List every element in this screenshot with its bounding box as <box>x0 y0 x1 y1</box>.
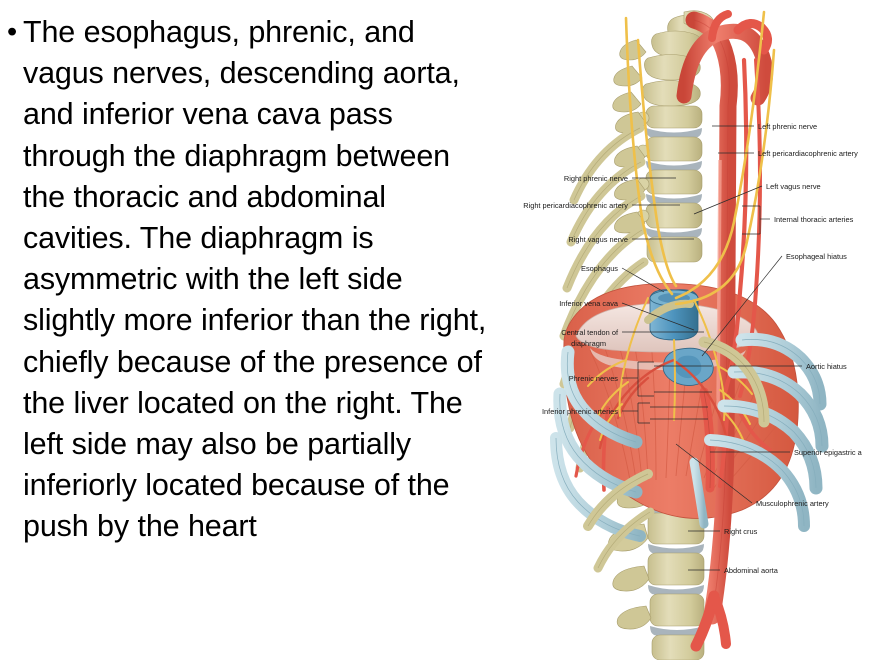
label-text: Inferior phrenic arteries <box>542 407 618 416</box>
diaphragm-anatomy-figure: Right phrenic nerve Right pericardiacoph… <box>498 0 880 660</box>
label-text: Right phrenic nerve <box>564 174 628 183</box>
label-text: Esophageal hiatus <box>786 252 847 261</box>
ribs-lower-anterior <box>583 336 770 573</box>
vagus-and-phrenic-nerve-trunks <box>624 10 776 306</box>
label-text: Internal thoracic arteries <box>774 215 854 224</box>
label-right-pericardiacophrenic-artery: Right pericardiacophrenic artery <box>523 201 680 210</box>
label-inferior-phrenic-arteries: Inferior phrenic arteries <box>542 402 708 424</box>
label-left-vagus-nerve: Left vagus nerve <box>693 182 821 215</box>
costal-cartilages <box>550 332 829 542</box>
label-right-crus: Right crus <box>688 527 758 536</box>
bullet-marker: • <box>7 16 18 48</box>
label-internal-thoracic-arteries: Internal thoracic arteries <box>742 205 854 235</box>
bullet-list-item: • The esophagus, phrenic, and vagus nerv… <box>0 12 492 548</box>
label-inferior-vena-cava: Inferior vena cava <box>559 299 695 331</box>
label-text: Right pericardiacophrenic artery <box>523 201 628 210</box>
bullet-text-block: • The esophagus, phrenic, and vagus nerv… <box>0 12 492 592</box>
label-abdominal-aorta: Abdominal aorta <box>688 566 779 575</box>
label-text-line2: diaphragm <box>571 339 606 348</box>
figure-labels: Right phrenic nerve Right pericardiacoph… <box>523 122 862 575</box>
label-phrenic-nerves: Phrenic nerves <box>569 361 712 397</box>
label-text: Musculophrenic artery <box>756 499 829 508</box>
label-left-pericardiacophrenic-artery: Left pericardiacophrenic artery <box>718 149 858 158</box>
label-text: Left vagus nerve <box>766 182 821 191</box>
label-aortic-hiatus: Aortic hiatus <box>730 362 847 371</box>
label-text: Left pericardiacophrenic artery <box>758 149 858 158</box>
label-esophagus: Esophagus <box>581 264 665 293</box>
label-central-tendon-of-diaphragm: Central tendon of diaphragm <box>561 328 704 348</box>
label-text: Esophagus <box>581 264 618 273</box>
label-right-vagus-nerve: Right vagus nerve <box>568 235 694 244</box>
label-text: Abdominal aorta <box>724 566 779 575</box>
illustration-artwork <box>550 10 829 660</box>
label-text: Left phrenic nerve <box>758 122 817 131</box>
label-text: Inferior vena cava <box>559 299 619 308</box>
bullet-body-text: The esophagus, phrenic, and vagus nerves… <box>23 15 487 544</box>
label-text: Right crus <box>724 527 758 536</box>
internal-thoracic-arteries <box>721 57 762 399</box>
label-right-phrenic-nerve: Right phrenic nerve <box>564 174 676 183</box>
label-superior-epigastric-artery: Superior epigastric a <box>710 448 863 457</box>
label-text: Aortic hiatus <box>806 362 847 371</box>
label-esophageal-hiatus: Esophageal hiatus <box>701 252 847 357</box>
label-text: Central tendon of <box>561 328 619 337</box>
label-text: Right vagus nerve <box>568 235 628 244</box>
label-left-phrenic-nerve: Left phrenic nerve <box>712 122 817 131</box>
label-musculophrenic-artery: Musculophrenic artery <box>675 443 829 508</box>
label-text: Phrenic nerves <box>569 374 619 383</box>
label-text: Superior epigastric a <box>794 448 863 457</box>
